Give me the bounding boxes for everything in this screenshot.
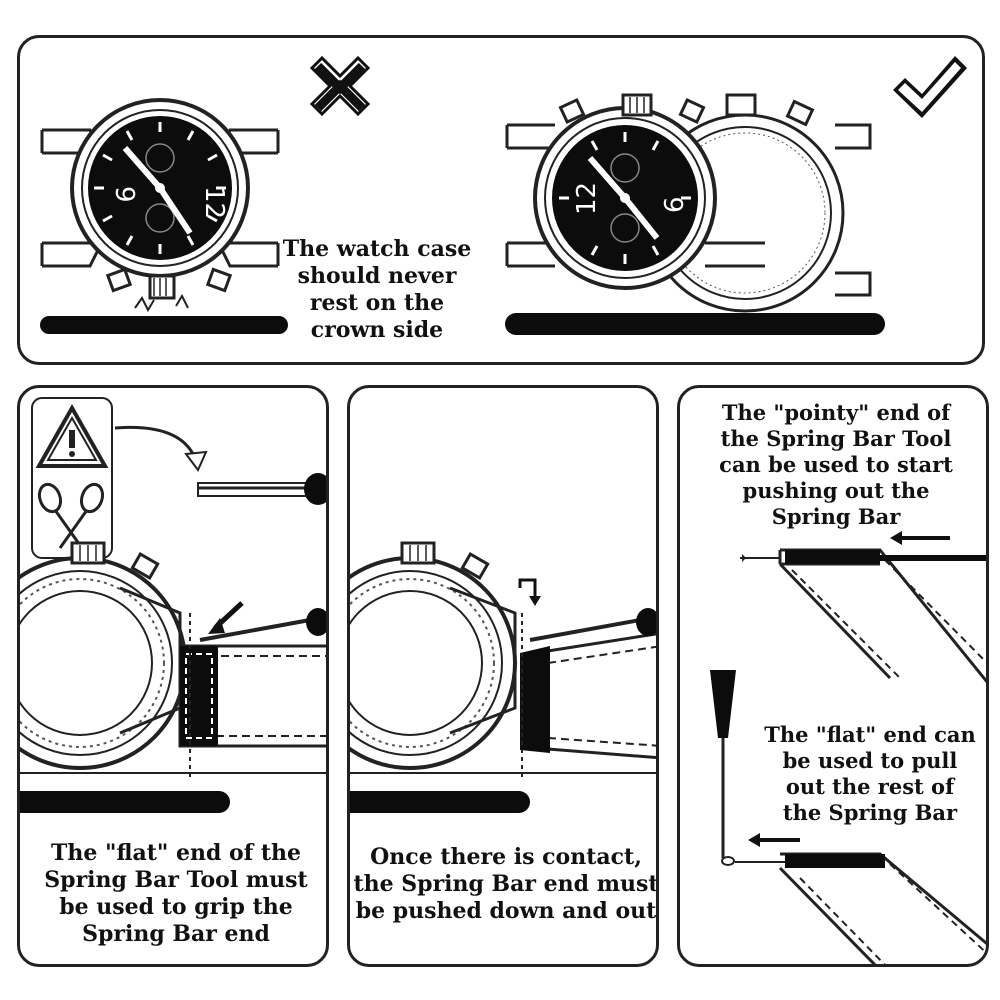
panel-grip-spring-bar: The "flat" end of the Spring Bar Tool mu… bbox=[17, 385, 329, 967]
dial-numeral: 9 bbox=[109, 186, 139, 203]
caption-line: the Spring Bar end must bbox=[353, 871, 659, 897]
panel-push-spring-bar: Once there is contact, the Spring Bar en… bbox=[347, 385, 659, 967]
push-illustration bbox=[350, 541, 656, 813]
caption-line: should never bbox=[297, 263, 457, 289]
tool-ends-illustration bbox=[710, 531, 986, 964]
pointy-end-caption: The "pointy" end of the Spring Bar Tool … bbox=[690, 400, 982, 530]
top-panel-illustration: 9 12 bbox=[40, 55, 967, 335]
flat-end-caption: The "flat" end can be used to pull out t… bbox=[750, 722, 986, 826]
grip-caption: The "flat" end of the Spring Bar Tool mu… bbox=[20, 840, 326, 948]
dial-numeral: 12 bbox=[572, 182, 602, 215]
caption-line: crown side bbox=[310, 317, 444, 343]
caption-line: The "flat" end can bbox=[764, 722, 976, 747]
caption-line: The "flat" end of the bbox=[50, 840, 301, 866]
caption-line: out the rest of bbox=[785, 774, 955, 799]
correct-check-icon bbox=[893, 56, 967, 118]
caption-line: The watch case bbox=[282, 236, 472, 262]
caption-line: be used to pull bbox=[782, 748, 958, 773]
panel-tool-ends: The "pointy" end of the Spring Bar Tool … bbox=[677, 385, 989, 967]
caption-line: Spring Bar end bbox=[82, 921, 270, 947]
caption-line: can be used to start bbox=[719, 452, 953, 477]
surface-bar bbox=[40, 316, 288, 334]
caption-line: rest on the bbox=[309, 290, 445, 316]
wrong-x-icon bbox=[309, 55, 371, 117]
surface-bar bbox=[350, 791, 530, 813]
caption-line: Spring Bar Tool must bbox=[44, 867, 308, 893]
dial-numeral: 12 bbox=[199, 186, 229, 219]
caption-line: pushing out the bbox=[742, 478, 930, 503]
caption-line: the Spring Bar Tool bbox=[720, 426, 952, 451]
grip-illustration bbox=[20, 397, 326, 813]
caption-line: Once there is contact, bbox=[370, 844, 642, 870]
top-panel: 9 12 bbox=[17, 35, 985, 365]
caption-line: the Spring Bar bbox=[782, 800, 958, 825]
push-caption: Once there is contact, the Spring Bar en… bbox=[350, 844, 659, 925]
watch-on-crown-side-illustration: 9 12 bbox=[40, 98, 280, 313]
wrong-caption: The watch case should never rest on the … bbox=[282, 236, 472, 344]
caption-line: be pushed down and out bbox=[355, 898, 657, 924]
spring-bar-tool-icon bbox=[710, 670, 736, 738]
caption-line: be used to grip the bbox=[59, 894, 293, 920]
caption-line: The "pointy" end of bbox=[721, 400, 951, 425]
surface-bar bbox=[505, 313, 885, 335]
curved-arrow-icon bbox=[114, 425, 197, 459]
dial-numeral: 6 bbox=[660, 196, 690, 213]
caption-line: Spring Bar bbox=[771, 504, 901, 529]
surface-bar bbox=[20, 791, 230, 813]
warning-icon bbox=[35, 403, 109, 468]
hook-arrow-icon bbox=[518, 578, 537, 600]
watch-on-back-side-illustration: 12 6 bbox=[505, 93, 872, 313]
